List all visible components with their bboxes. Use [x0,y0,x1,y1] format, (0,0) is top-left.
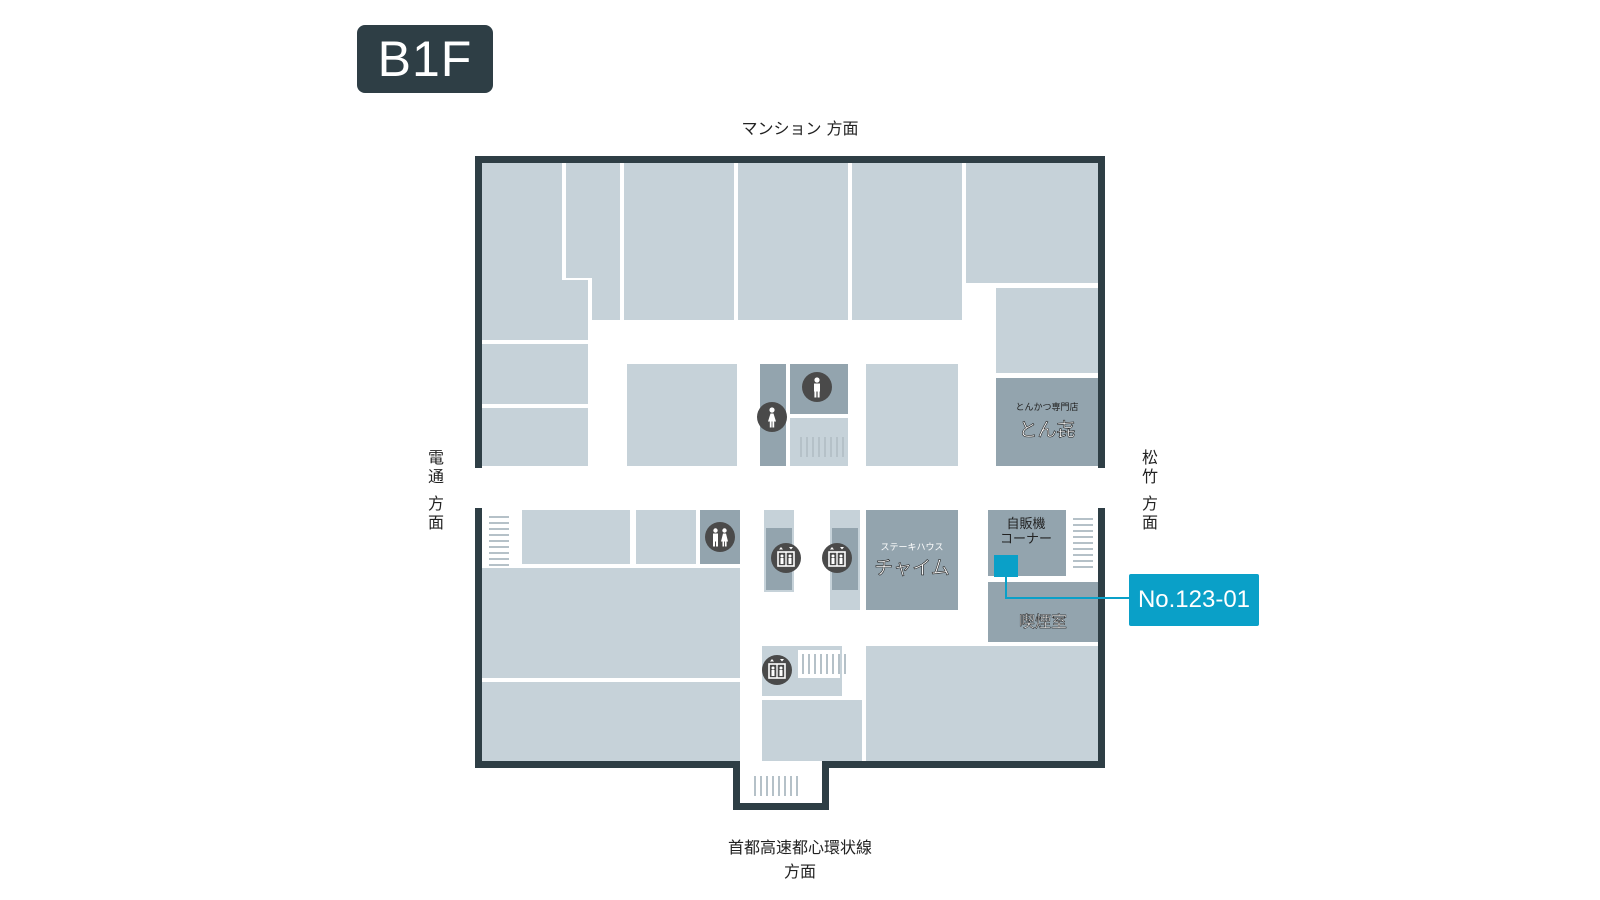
vending-line1: 自販機 [1006,517,1045,532]
smoking-room-label: 喫煙室 [1019,612,1067,631]
direction-south: 首都高速都心環状線 方面 [680,836,920,884]
shop-tonkatsu [996,378,1098,466]
store-number-callout: No.123-01 [1129,574,1259,626]
direction-south-line1: 首都高速都心環状線 [727,838,872,857]
floor-badge: B1F [357,25,493,93]
steak-caption: ステーキハウス [880,542,943,553]
vending-line2: コーナー [1000,532,1052,547]
male-restroom-icon [802,372,832,402]
location-marker [994,555,1018,577]
tonkatsu-name: とん㐂 [1018,419,1075,441]
direction-east-line2: 方面 [1141,494,1158,532]
steak-name: チャイム [874,557,949,579]
elevator-icon [821,542,853,574]
shop-steakhouse [866,510,958,610]
direction-south-line2: 方面 [783,862,816,881]
direction-east: 松竹 方面 [1139,448,1161,532]
elevator-icon [770,542,802,574]
direction-west-line2: 方面 [427,494,444,532]
direction-north: マンション 方面 [741,119,859,138]
direction-west: 電通 方面 [425,448,447,532]
restroom-icon [705,522,735,552]
tonkatsu-caption: とんかつ専門店 [1015,401,1078,413]
elevator-icon [761,654,793,686]
direction-east-line1: 松竹 [1141,448,1158,486]
direction-west-line1: 電通 [427,448,444,486]
female-restroom-icon [757,402,787,432]
